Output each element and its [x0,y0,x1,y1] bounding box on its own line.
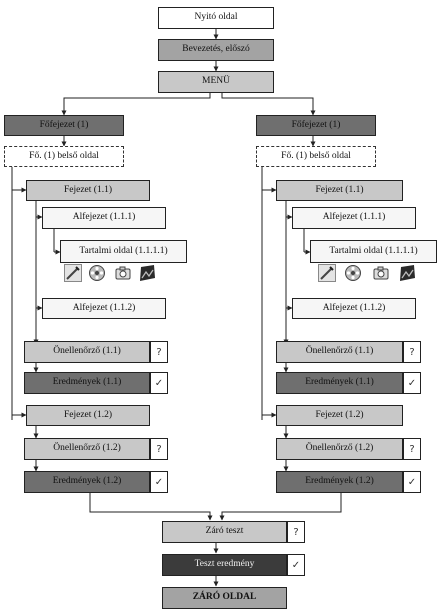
left-content-page-node: Tartalmi oldal (1.1.1.1) [60,240,187,263]
left-subsection-1-node: Alfejezet (1.1.1) [42,207,166,229]
edit-icon [64,264,82,282]
start-page-node: Nyitó oldal [158,7,274,29]
film-reel-icon [89,265,105,281]
check-marker: ✓ [150,372,168,394]
left-subsection-2-node: Alfejezet (1.1.2) [42,298,166,319]
connector-menu-right [221,93,316,116]
question-marker: ? [150,341,168,363]
connector-menu-left [61,93,211,116]
connector-left-final [89,493,213,521]
right-section-2-node: Fejezet (1.2) [276,405,403,426]
left-self-check-2-node: Önellenőrző (1.2) [24,438,150,460]
final-test-node: Záró teszt [162,521,287,543]
test-result-node: Teszt eredmény [162,554,287,576]
camera-icon [115,266,131,280]
right-chapter-inner-node: Fő. (1) belső oldal [256,146,376,167]
intro-node: Bevezetés, előszó [158,39,274,61]
check-marker: ✓ [150,471,168,493]
right-self-check-1-node: Önellenőrző (1.1) [276,341,403,363]
right-results-1-node: Eredmények (1.1) [276,372,403,394]
left-self-check-1-node: Önellenőrző (1.1) [24,341,150,363]
left-chapter-node: Főfejezet (1) [4,115,124,136]
question-marker: ? [403,438,421,460]
edit-icon [318,264,336,282]
left-results-1-node: Eredmények (1.1) [24,372,150,394]
question-marker: ? [150,438,168,460]
check-marker: ✓ [287,554,305,576]
right-results-2-node: Eredmények (1.2) [276,471,403,493]
question-marker: ? [403,341,421,363]
camera-icon [373,266,389,280]
right-chapter-node: Főfejezet (1) [256,115,376,136]
image-icon [400,265,415,281]
menu-node: MENÜ [158,71,274,93]
left-section-2-node: Fejezet (1.2) [26,405,150,426]
check-marker: ✓ [403,372,421,394]
right-subsection-1-node: Alfejezet (1.1.1) [292,207,416,229]
right-content-page-node: Tartalmi oldal (1.1.1.1) [310,240,437,263]
film-reel-icon [345,265,361,281]
right-subsection-2-node: Alfejezet (1.1.2) [292,298,416,319]
left-section-1-node: Fejezet (1.1) [26,180,150,201]
question-marker: ? [287,521,305,543]
connector-right-final [219,493,342,521]
end-page-node: ZÁRÓ OLDAL [162,587,287,609]
check-marker: ✓ [403,471,421,493]
left-chapter-inner-node: Fő. (1) belső oldal [4,146,124,167]
image-icon [140,265,155,281]
right-section-1-node: Fejezet (1.1) [276,180,403,201]
right-self-check-2-node: Önellenőrző (1.2) [276,438,403,460]
left-results-2-node: Eredmények (1.2) [24,471,150,493]
